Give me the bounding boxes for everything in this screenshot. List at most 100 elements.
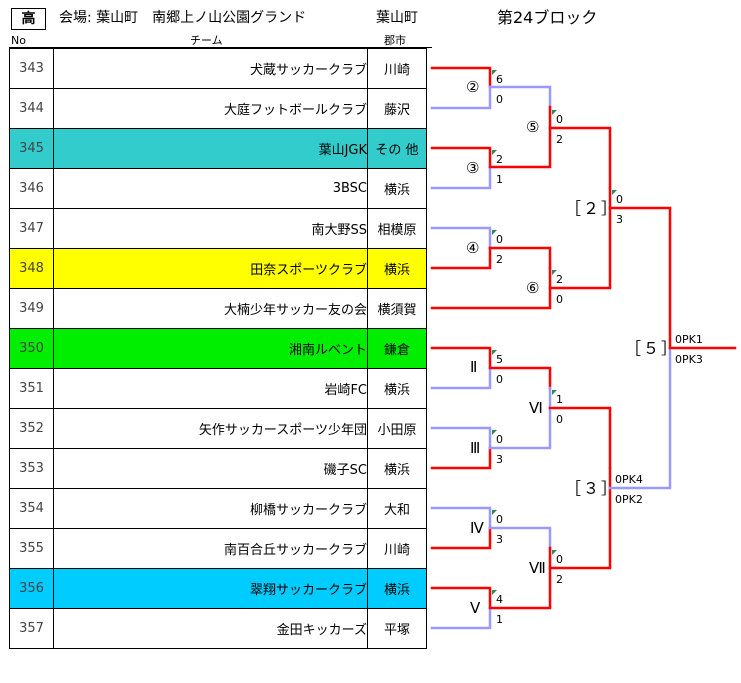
score-bottom: 2	[556, 133, 563, 146]
score-top: 2	[496, 153, 503, 166]
score-top: 0PK4	[615, 473, 643, 486]
match-label: ［５］	[625, 339, 680, 358]
result-marker	[612, 190, 617, 195]
row-no: 352	[9, 408, 54, 449]
row-city: 小田原	[367, 408, 427, 449]
result-marker	[492, 70, 497, 75]
bracket-line	[430, 146, 492, 169]
score-bottom: 1	[496, 613, 503, 626]
match-label: Ⅶ	[529, 559, 546, 577]
match-label: Ⅵ	[529, 399, 543, 417]
row-no: 350	[9, 328, 54, 369]
row-no: 355	[9, 528, 54, 569]
bracket-line	[430, 346, 492, 370]
score-bottom: 3	[496, 453, 503, 466]
match-label: ⑥	[526, 279, 540, 297]
row-city: 横浜	[367, 248, 427, 289]
town-label: 葉山町	[376, 10, 418, 26]
match-label: Ⅱ	[470, 358, 478, 376]
score-top: 0	[556, 113, 563, 126]
bracket-line	[430, 506, 492, 530]
row-team: 柳橋サッカークラブ	[53, 488, 368, 529]
row-city: 相模原	[367, 208, 427, 249]
match-label: ③	[466, 159, 480, 177]
result-marker	[492, 230, 497, 235]
match-label: ②	[466, 78, 480, 96]
match-label: ［３］	[565, 479, 620, 498]
score-bottom: 0	[496, 373, 503, 386]
row-city: 横須賀	[367, 288, 427, 329]
row-team: 南百合丘サッカークラブ	[53, 528, 368, 569]
result-marker	[552, 550, 557, 555]
row-no: 354	[9, 488, 54, 529]
match-label: ⑤	[526, 118, 540, 136]
result-marker	[552, 110, 557, 115]
bracket-line	[430, 526, 492, 550]
bracket-line	[488, 85, 552, 109]
row-team: 矢作サッカースポーツ少年団	[53, 408, 368, 449]
score-bottom: 3	[616, 213, 623, 226]
row-city: 横浜	[367, 168, 427, 209]
bracket-line	[548, 126, 612, 190]
bracket-line	[608, 346, 672, 490]
category-badge: 高	[11, 8, 46, 30]
score-top: 6	[496, 73, 503, 86]
bracket-line	[548, 466, 612, 570]
match-label: Ⅳ	[470, 519, 484, 537]
score-bottom: 0	[556, 413, 563, 426]
bracket-line	[430, 366, 492, 390]
block-title: 第24ブロック	[497, 8, 598, 27]
score-bottom: 0	[496, 93, 503, 106]
row-city: 藤沢	[367, 88, 427, 129]
score-top: 5	[496, 353, 503, 366]
row-team: 翠翔サッカークラブ	[53, 568, 368, 609]
row-team: 3BSC	[53, 168, 368, 209]
row-city: 鎌倉	[367, 328, 427, 369]
score-top: 0PK1	[675, 333, 703, 346]
score-bottom: 3	[496, 533, 503, 546]
row-no: 349	[9, 288, 54, 329]
bracket-line	[548, 186, 612, 290]
match-label: ［２］	[565, 199, 620, 218]
result-marker	[552, 270, 557, 275]
row-team: 岩崎FC	[53, 368, 368, 409]
bracket-line	[430, 446, 492, 470]
row-no: 348	[9, 248, 54, 289]
row-no: 351	[9, 368, 54, 409]
score-top: 0	[496, 513, 503, 526]
score-bottom: 1	[496, 173, 503, 186]
header-divider	[9, 47, 432, 48]
row-no: 344	[9, 88, 54, 129]
result-marker	[552, 390, 557, 395]
score-top: 0	[496, 433, 503, 446]
score-bottom: 2	[496, 253, 503, 266]
row-no: 356	[9, 568, 54, 609]
col-header-team: チーム	[190, 34, 223, 47]
col-header-city: 郡市	[384, 34, 406, 47]
score-top: 0	[556, 553, 563, 566]
result-marker	[492, 430, 497, 435]
bracket-line	[430, 586, 492, 610]
score-bottom: 0PK3	[675, 353, 703, 366]
result-marker	[492, 510, 497, 515]
score-top: 4	[496, 593, 503, 606]
bracket-line	[488, 526, 552, 550]
bracket-line	[488, 366, 552, 390]
row-city: 横浜	[367, 448, 427, 489]
match-label: Ⅴ	[470, 599, 481, 617]
row-city: 平塚	[367, 608, 427, 649]
